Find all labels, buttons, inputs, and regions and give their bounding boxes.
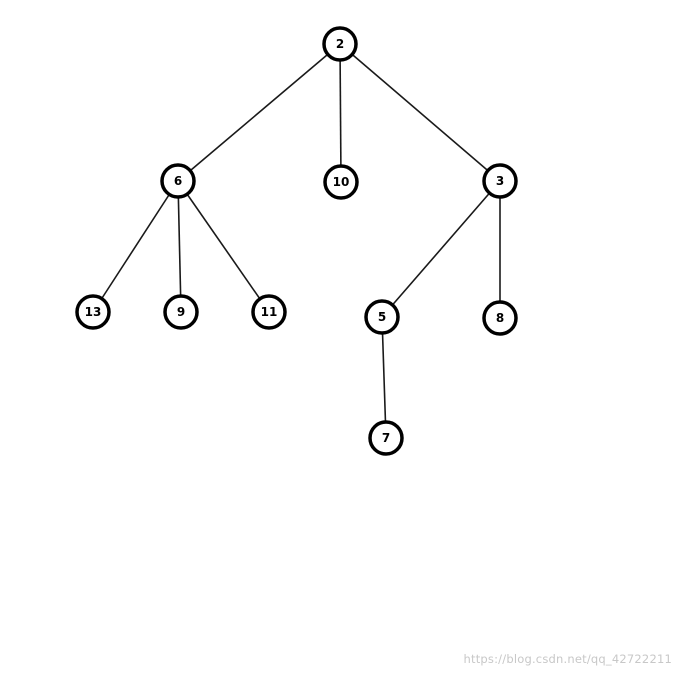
edges [92, 43, 501, 439]
node-circle [482, 163, 518, 199]
edge-n2-n3 [339, 43, 501, 182]
edge-n6-n11 [177, 180, 270, 313]
node-label: 7 [382, 431, 390, 445]
node-circle [322, 26, 358, 62]
node-label: 2 [336, 37, 344, 51]
node-circle [75, 294, 111, 330]
watermark-text: https://blog.csdn.net/qq_42722211 [463, 652, 672, 666]
nodes: 2 6 10 3 13 9 11 5 8 7 [75, 26, 518, 456]
edge-n2-n10 [339, 43, 342, 183]
node-circle [482, 300, 518, 336]
node-circle [160, 163, 196, 199]
tree-node-13: 13 [75, 294, 111, 330]
node-label: 13 [85, 305, 102, 319]
edge-n3-n5 [381, 180, 501, 318]
tree-node-5: 5 [364, 299, 400, 335]
node-circle [368, 420, 404, 456]
tree-node-8: 8 [482, 300, 518, 336]
node-label: 10 [333, 175, 350, 189]
node-circle [163, 294, 199, 330]
tree-node-2: 2 [322, 26, 358, 62]
tree-node-11: 11 [251, 294, 287, 330]
tree-node-10: 10 [323, 164, 359, 200]
edge-n2-n6 [177, 43, 341, 182]
tree-node-7: 7 [368, 420, 404, 456]
tree-node-9: 9 [163, 294, 199, 330]
node-label: 11 [261, 305, 278, 319]
node-circle [364, 299, 400, 335]
node-circle [323, 164, 359, 200]
edge-n5-n7 [381, 316, 387, 439]
node-label: 3 [496, 174, 504, 188]
edge-n6-n13 [92, 180, 179, 313]
node-label: 8 [496, 311, 504, 325]
tree-node-3: 3 [482, 163, 518, 199]
node-label: 5 [378, 310, 386, 324]
node-label: 6 [174, 174, 182, 188]
node-label: 9 [177, 305, 185, 319]
edge-n6-n9 [177, 180, 182, 313]
node-circle [251, 294, 287, 330]
tree-node-6: 6 [160, 163, 196, 199]
